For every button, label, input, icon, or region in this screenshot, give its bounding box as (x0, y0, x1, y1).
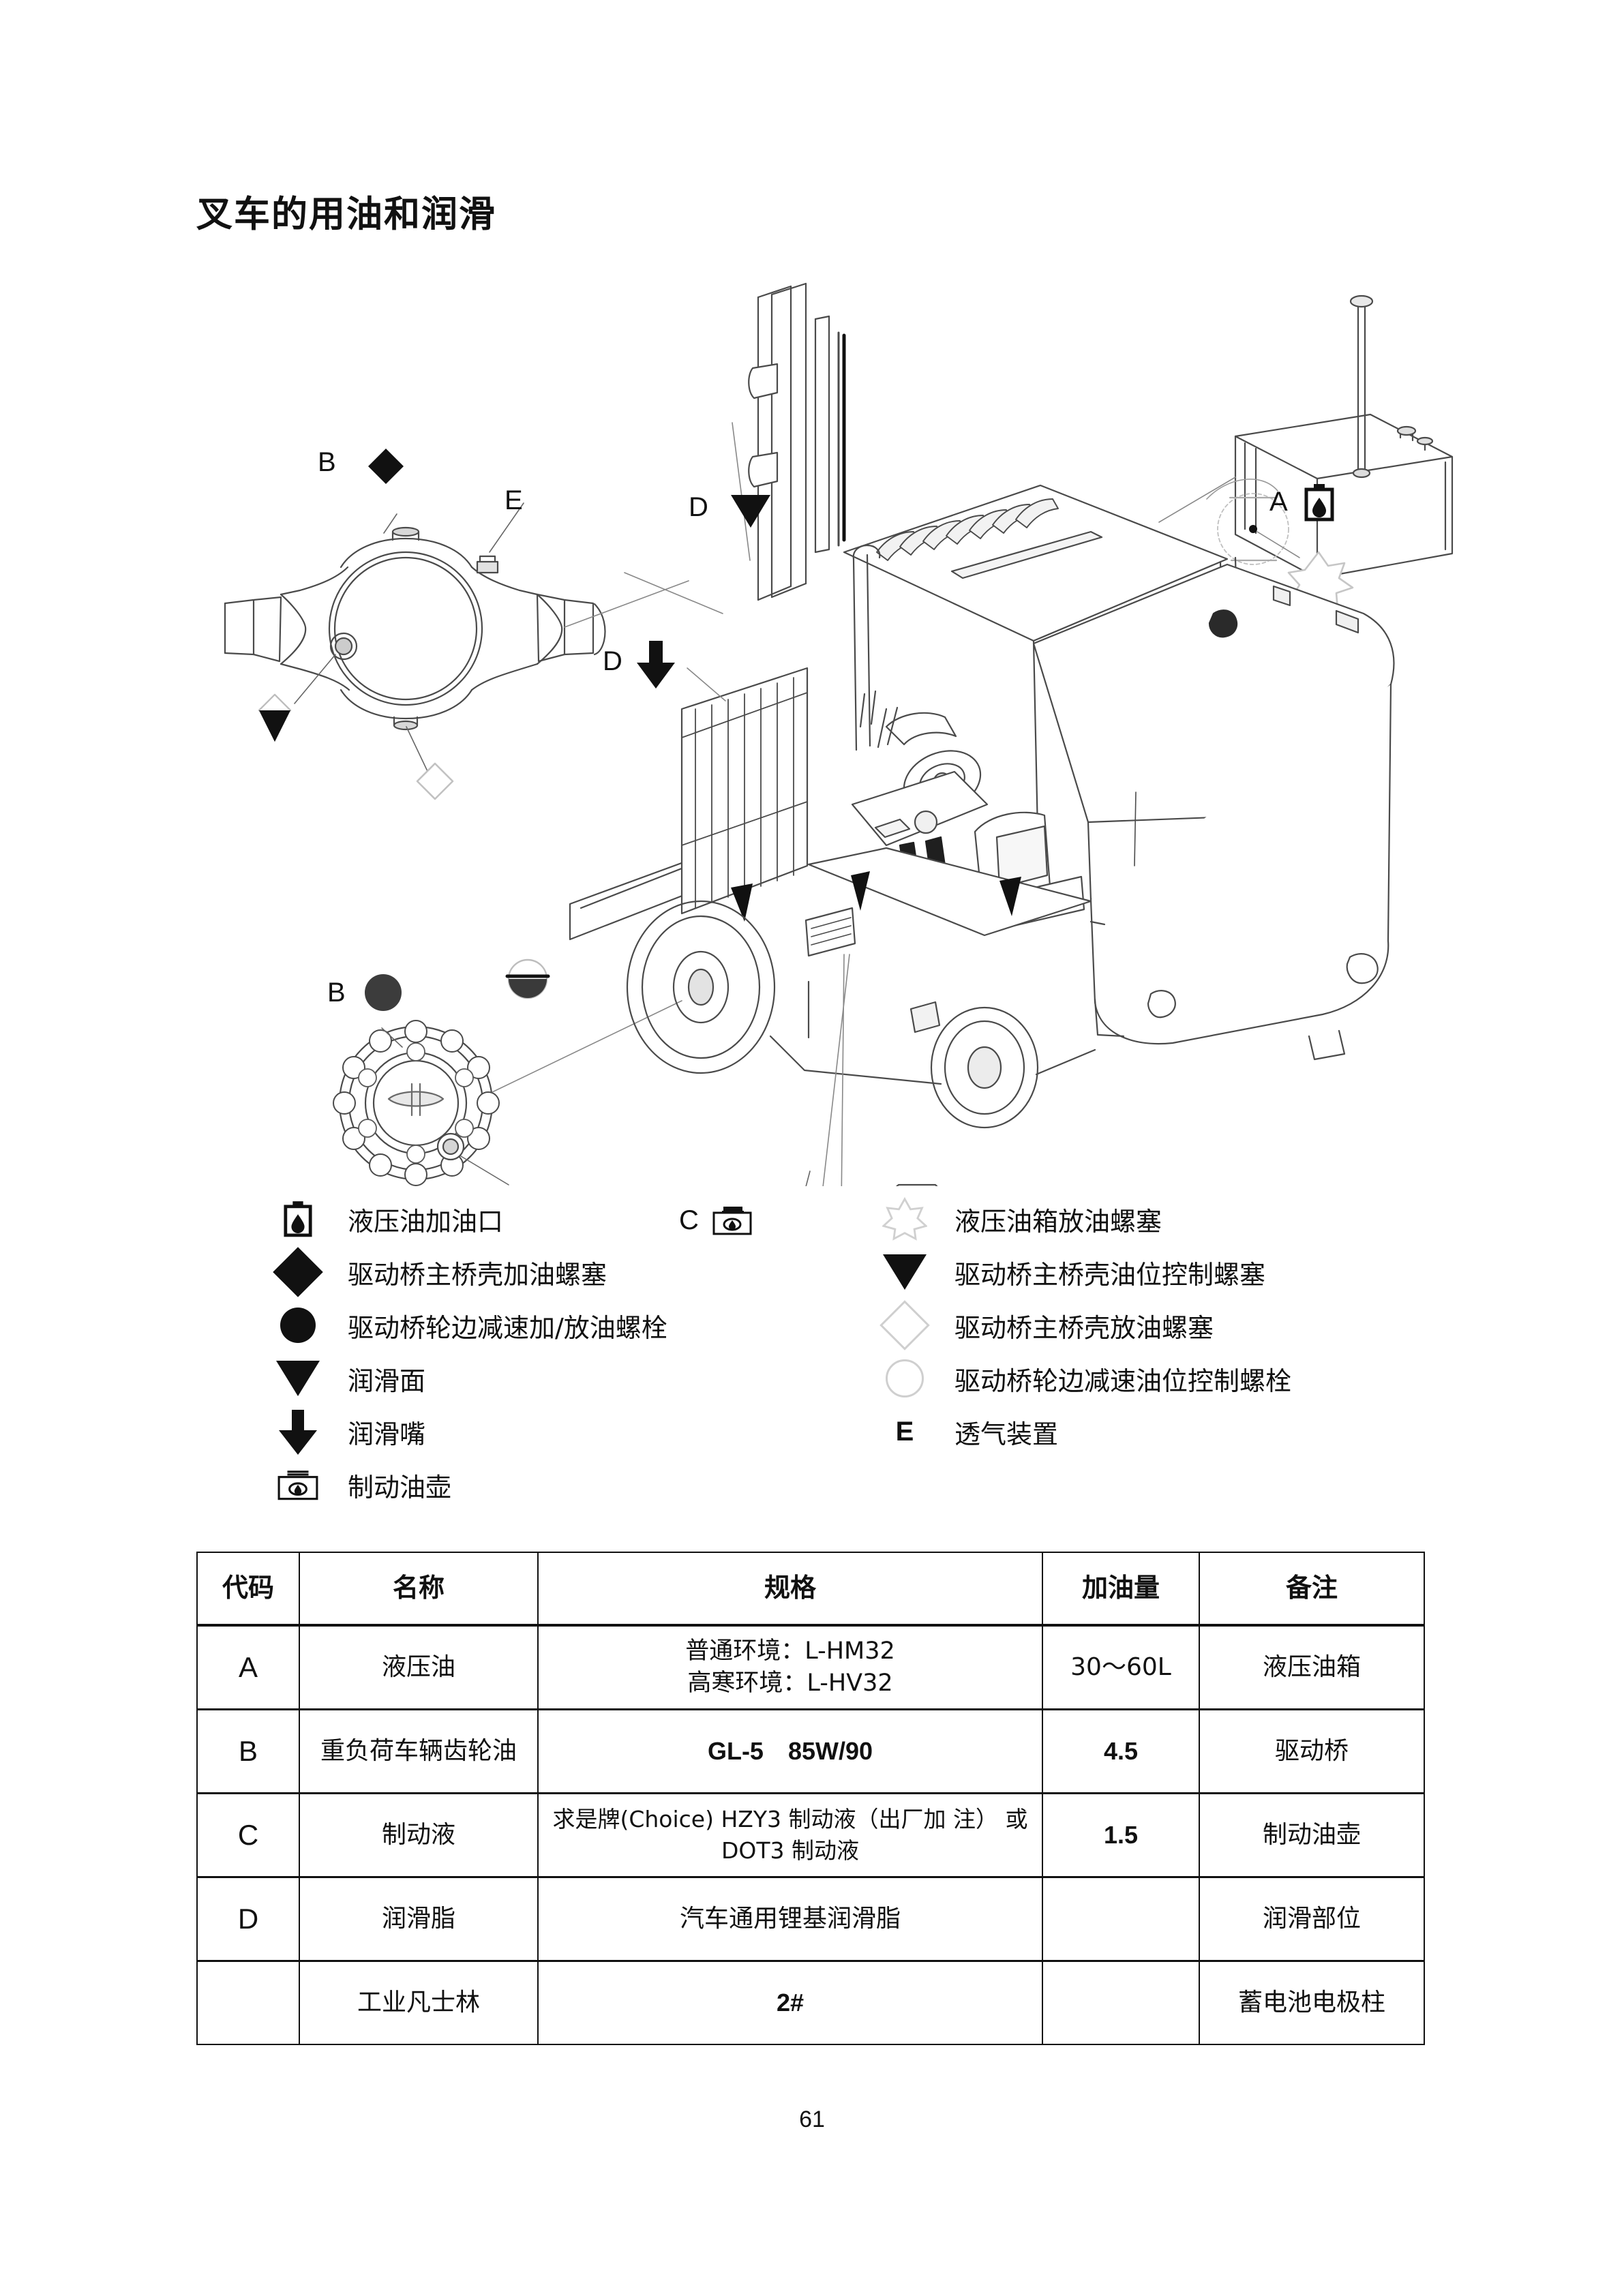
legend-label: 液压油加油口 (348, 1206, 504, 1237)
legend-label: 制动油壶 (348, 1472, 452, 1502)
callout-label-d-surface: D (689, 492, 708, 522)
triangle-down-filled-icon (273, 1353, 323, 1404)
table-row: C 制动液 求是牌(Choice) HZY3 制动液（出厂加 注） 或 DOT3… (196, 1792, 1425, 1878)
diamond-outline-icon (879, 1300, 930, 1350)
hydraulic-filler-icon-marker (1304, 484, 1334, 522)
cell-code: D (196, 1876, 300, 1962)
cell-code: A (196, 1624, 300, 1710)
forklift-lubrication-diagram: B E D D B C A (0, 232, 1624, 1235)
column-header-code: 代码 (196, 1552, 300, 1627)
legend-item-hydraulic-filler: 液压油加油口 (273, 1192, 503, 1246)
legend-label: 驱动桥轮边减速加/放油螺栓 (348, 1312, 667, 1343)
column-header-spec: 规格 (537, 1552, 1043, 1627)
cell-remark: 润滑部位 (1199, 1876, 1425, 1962)
hydraulic-filler-icon (273, 1194, 323, 1244)
cell-name: 制动液 (299, 1792, 539, 1878)
wheel-hub-detail (333, 1000, 682, 1186)
brake-reservoir-icon (273, 1460, 323, 1510)
column-header-name: 名称 (299, 1552, 539, 1627)
legend-item-lubrication-surface: 润滑面 (273, 1351, 425, 1406)
page-title: 叉车的用油和润滑 (196, 194, 496, 235)
arrow-down-filled-icon (273, 1406, 323, 1457)
legend-label: 驱动桥主桥壳放油螺塞 (954, 1312, 1214, 1343)
triangle-down-filled-marker (731, 495, 770, 528)
triangle-down-filled-icon (879, 1247, 930, 1297)
legend-item-axle-drain-plug: 驱动桥主桥壳放油螺塞 (879, 1298, 1214, 1353)
cell-spec: 汽车通用锂基润滑脂 (537, 1876, 1043, 1962)
burst-outline-icon (879, 1194, 930, 1244)
column-header-qty: 加油量 (1042, 1552, 1200, 1627)
legend-label: 透气装置 (954, 1419, 1059, 1449)
letter-e-mark: E (895, 1416, 914, 1447)
legend-label: 液压油箱放油螺塞 (954, 1206, 1162, 1237)
cell-name: 工业凡士林 (299, 1960, 539, 2045)
cell-remark: 蓄电池电极柱 (1199, 1960, 1425, 2045)
battery-detail (1158, 294, 1454, 579)
cell-name: 液压油 (299, 1624, 539, 1710)
cell-code: C (196, 1792, 300, 1878)
legend-item-tank-drain-plug: 液压油箱放油螺塞 (879, 1192, 1162, 1246)
cell-spec: 普通环境：L-HM32 高寒环境：L-HV32 (537, 1624, 1043, 1710)
cell-spec: 求是牌(Choice) HZY3 制动液（出厂加 注） 或 DOT3 制动液 (537, 1792, 1043, 1878)
legend-item-axle-fill-plug: 驱动桥主桥壳加油螺塞 (273, 1245, 607, 1299)
cell-remark: 液压油箱 (1199, 1624, 1425, 1710)
spec-line-1: 普通环境：L-HM32 (685, 1637, 895, 1665)
brake-master-cylinder-detail (805, 954, 938, 1186)
cell-qty (1042, 1876, 1200, 1962)
lubricant-spec-table: 代码 名称 规格 加油量 备注 A 液压油 普通环境：L-HM32 高寒环境：L… (196, 1552, 1425, 2045)
legend-item-brake-reservoir: 制动油壶 (273, 1457, 451, 1512)
legend-label: 驱动桥主桥壳油位控制螺塞 (954, 1259, 1266, 1290)
table-row: B 重负荷车辆齿轮油 GL-5 85W/90 4.5 驱动桥 (196, 1708, 1425, 1794)
cell-spec: 2# (537, 1960, 1043, 2045)
letter-e-icon: E (879, 1406, 930, 1457)
legend-item-hub-level-bolt: 驱动桥轮边减速油位控制螺栓 (879, 1351, 1291, 1406)
callout-label-e-breather: E (505, 485, 523, 515)
table-row: 工业凡士林 2# 蓄电池电极柱 (196, 1960, 1425, 2045)
cell-qty: 30～60L (1042, 1624, 1200, 1710)
callout-label-d-nipple: D (603, 646, 622, 676)
forklift-body (569, 282, 1395, 1129)
diamond-filled-icon (273, 1247, 323, 1297)
column-header-remark: 备注 (1199, 1552, 1425, 1627)
table-row: A 液压油 普通环境：L-HM32 高寒环境：L-HV32 30～60L 液压油… (196, 1624, 1425, 1710)
cell-name: 重负荷车辆齿轮油 (299, 1708, 539, 1794)
circle-filled-icon (273, 1300, 323, 1350)
cell-code (196, 1960, 300, 2045)
cell-qty: 1.5 (1042, 1792, 1200, 1878)
legend-label: 润滑面 (348, 1365, 426, 1396)
half-filled-circle-marker (505, 958, 550, 999)
callout-label-b-hub: B (327, 978, 346, 1008)
arrow-down-filled-marker (637, 641, 675, 689)
table-row: D 润滑脂 汽车通用锂基润滑脂 润滑部位 (196, 1876, 1425, 1962)
circle-filled-marker (365, 974, 402, 1011)
spec-line-2: 注） 或 DOT3 制动液 (721, 1805, 1028, 1864)
spec-line-2: 高寒环境：L-HV32 (687, 1670, 893, 1697)
cell-remark: 驱动桥 (1199, 1708, 1425, 1794)
axle-housing-detail (224, 502, 689, 782)
cell-qty (1042, 1960, 1200, 2045)
spec-line-1: 求是牌(Choice) HZY3 制动液（出厂加 (552, 1805, 946, 1832)
cell-code: B (196, 1708, 300, 1794)
legend-item-breather: E 透气装置 (879, 1404, 1058, 1459)
legend-item-grease-nipple: 润滑嘴 (273, 1404, 425, 1459)
callout-label-b-axle: B (318, 447, 336, 477)
legend-item-axle-level-plug: 驱动桥主桥壳油位控制螺塞 (879, 1245, 1265, 1299)
cell-spec: GL-5 85W/90 (537, 1708, 1043, 1794)
cell-remark: 制动油壶 (1199, 1792, 1425, 1878)
brake-reservoir-icon-marker (712, 1207, 752, 1235)
symbol-legend: 液压油加油口 驱动桥主桥壳加油螺塞 驱动桥轮边减速加/放油螺栓 润滑面 润滑嘴 (0, 1192, 1624, 1512)
circle-outline-icon (879, 1353, 930, 1404)
table-header-row: 代码 名称 规格 加油量 备注 (196, 1552, 1425, 1627)
callout-label-c-brake: C (679, 1205, 699, 1235)
legend-label: 润滑嘴 (348, 1419, 426, 1449)
legend-label: 驱动桥主桥壳加油螺塞 (348, 1259, 607, 1290)
legend-label: 驱动桥轮边减速油位控制螺栓 (954, 1365, 1292, 1396)
callout-label-a-hydraulic: A (1269, 487, 1288, 517)
cell-name: 润滑脂 (299, 1876, 539, 1962)
page-number: 61 (799, 2106, 825, 2132)
legend-item-hub-fill-drain-bolt: 驱动桥轮边减速加/放油螺栓 (273, 1298, 667, 1353)
cell-qty: 4.5 (1042, 1708, 1200, 1794)
